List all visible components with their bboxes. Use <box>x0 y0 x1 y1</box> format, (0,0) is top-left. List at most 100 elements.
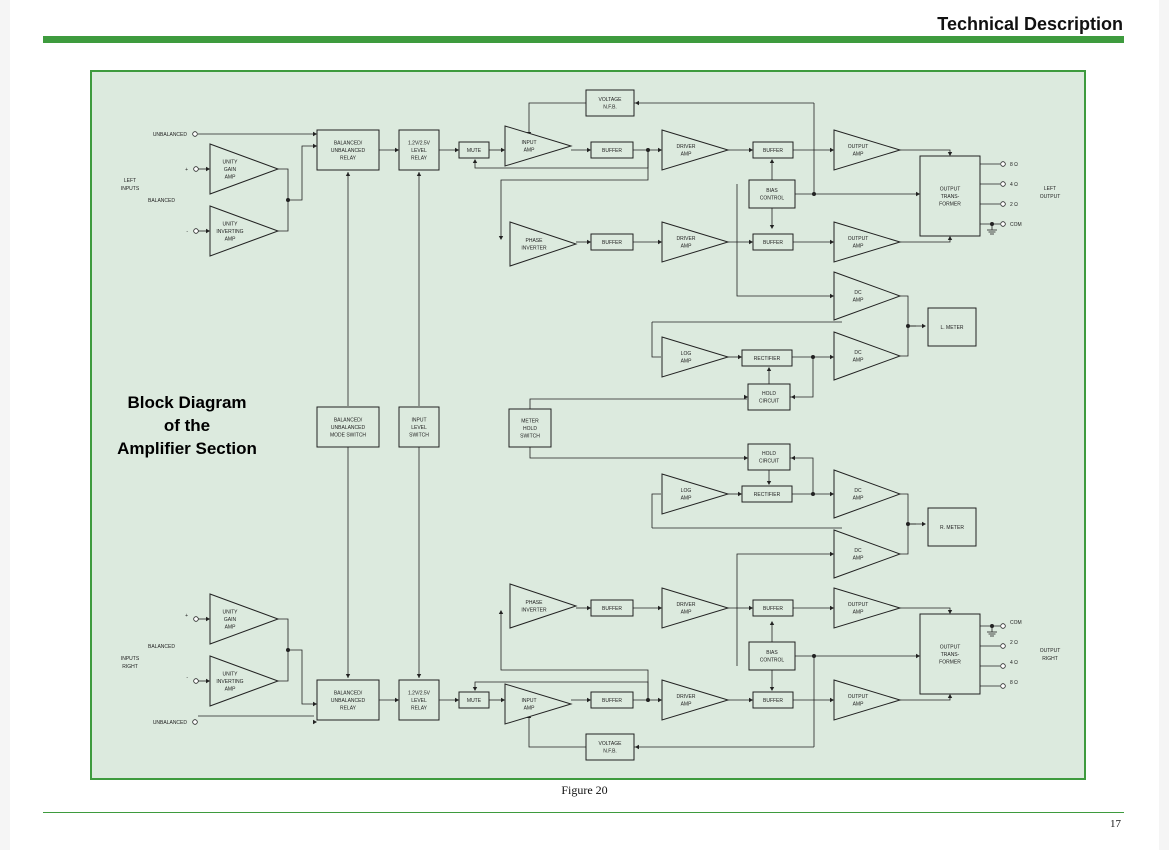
left-voltage-nfb-text: VOLTAGE <box>599 97 623 103</box>
left-rectifier: RECTIFIER <box>741 349 793 367</box>
right-output-amp-2-text: OUTPUT <box>848 602 869 608</box>
arrowhead <box>472 159 478 163</box>
wire <box>528 102 586 136</box>
arrowhead <box>791 394 795 400</box>
right-bal-unbal-relay-text: BALANCED/ <box>334 690 363 696</box>
arrowhead <box>498 610 504 614</box>
left-unity-inverting-amp-text: AMP <box>225 236 237 242</box>
left-meter: L. METER <box>927 307 977 347</box>
right-buffer-2: BUFFER <box>752 691 794 709</box>
wire <box>529 447 747 459</box>
right-log-amp-text: LOG <box>681 488 692 494</box>
right-input-polarity-bottom: + <box>185 613 188 619</box>
arrowhead <box>455 147 459 153</box>
right-buffer-1-text: BUFFER <box>602 698 622 704</box>
arrowhead <box>455 697 459 703</box>
arrowhead <box>635 744 639 750</box>
arrowhead <box>791 455 795 461</box>
right-inputs-label-2: INPUTS <box>121 656 140 662</box>
right-output-label-2: OUTPUT <box>1040 648 1061 654</box>
right-phase-inverter-text: PHASE <box>526 600 544 606</box>
arrowhead <box>587 239 591 245</box>
meter-hold-switch-text: HOLD <box>523 426 537 432</box>
mode-switch-text: MODE SWITCH <box>330 432 366 438</box>
right-meter: R. METER <box>927 507 977 547</box>
wire <box>900 493 916 525</box>
left-output-amp-1-text: OUTPUT <box>848 144 869 150</box>
left-buffer-2-text: BUFFER <box>763 148 783 154</box>
right-unity-gain-amp-text: GAIN <box>224 617 237 623</box>
left-meter-text: L. METER <box>940 325 963 331</box>
wire <box>500 150 649 238</box>
right-output-transformer-text: FORMER <box>939 659 961 665</box>
arrowhead <box>830 239 834 245</box>
arrowhead <box>749 147 753 153</box>
left-dc-amp-1-text: AMP <box>853 298 865 304</box>
arrowhead <box>635 100 639 106</box>
left-buffer-2: BUFFER <box>752 141 794 159</box>
left-voltage-nfb-text: N.F.B. <box>603 105 617 111</box>
terminal <box>1000 663 1006 669</box>
diagram-title-line-1: Block Diagram <box>127 393 246 412</box>
page-number: 17 <box>1110 818 1121 830</box>
arrowhead <box>749 605 753 611</box>
arrowhead <box>916 653 920 659</box>
wire <box>900 149 951 155</box>
right-log-amp: LOG AMP <box>661 473 730 515</box>
left-bal-unbal-relay-text: RELAY <box>340 155 357 161</box>
wire <box>790 457 814 494</box>
left-input-polarity-bottom: - <box>186 229 188 235</box>
wire <box>529 398 747 409</box>
arrowhead <box>587 697 591 703</box>
right-log-amp-text: AMP <box>681 496 693 502</box>
right-output-transformer-text: OUTPUT <box>940 644 961 650</box>
left-buffer-3: BUFFER <box>590 233 634 251</box>
right-tap-4: 4 Ω <box>1010 660 1018 666</box>
right-dc-amp-1-text: AMP <box>853 556 865 562</box>
arrowhead <box>766 481 772 485</box>
right-output-transformer-text: TRANS- <box>941 652 960 658</box>
wire <box>651 322 661 358</box>
wire <box>288 145 317 201</box>
left-unity-gain-amp-text: GAIN <box>224 167 237 173</box>
right-tap-2: 2 Ω <box>1010 640 1018 646</box>
mode-switch-text: UNBALANCED <box>331 425 366 431</box>
arrowhead <box>345 172 351 176</box>
left-output-amp-1-text: AMP <box>853 152 865 158</box>
left-output-label-1: LEFT <box>1044 186 1056 192</box>
right-buffer-2-text: BUFFER <box>763 698 783 704</box>
mode-switch-text: BALANCED/ <box>334 417 363 423</box>
left-dc-amp-2-text: DC <box>854 350 862 356</box>
wire <box>736 553 833 666</box>
right-com-label: COM <box>1010 620 1022 626</box>
left-input-amp-text: INPUT <box>522 140 537 146</box>
arrowhead <box>830 293 834 299</box>
arrowhead <box>395 147 399 153</box>
right-rectifier: RECTIFIER <box>741 485 793 503</box>
left-unbalanced-label: UNBALANCED <box>153 132 188 138</box>
right-dc-amp-2-text: AMP <box>853 496 865 502</box>
left-balanced-label: BALANCED <box>148 198 175 204</box>
input-level-switch-text: INPUT <box>412 417 427 423</box>
arrowhead <box>206 228 210 234</box>
left-driver-amp-1-text: DRIVER <box>677 144 696 150</box>
arrowhead <box>206 616 210 622</box>
left-output-label-2: OUTPUT <box>1040 194 1061 200</box>
left-buffer-1: BUFFER <box>590 141 634 159</box>
arrowhead <box>416 674 422 678</box>
input-level-switch-text: LEVEL <box>411 425 427 431</box>
